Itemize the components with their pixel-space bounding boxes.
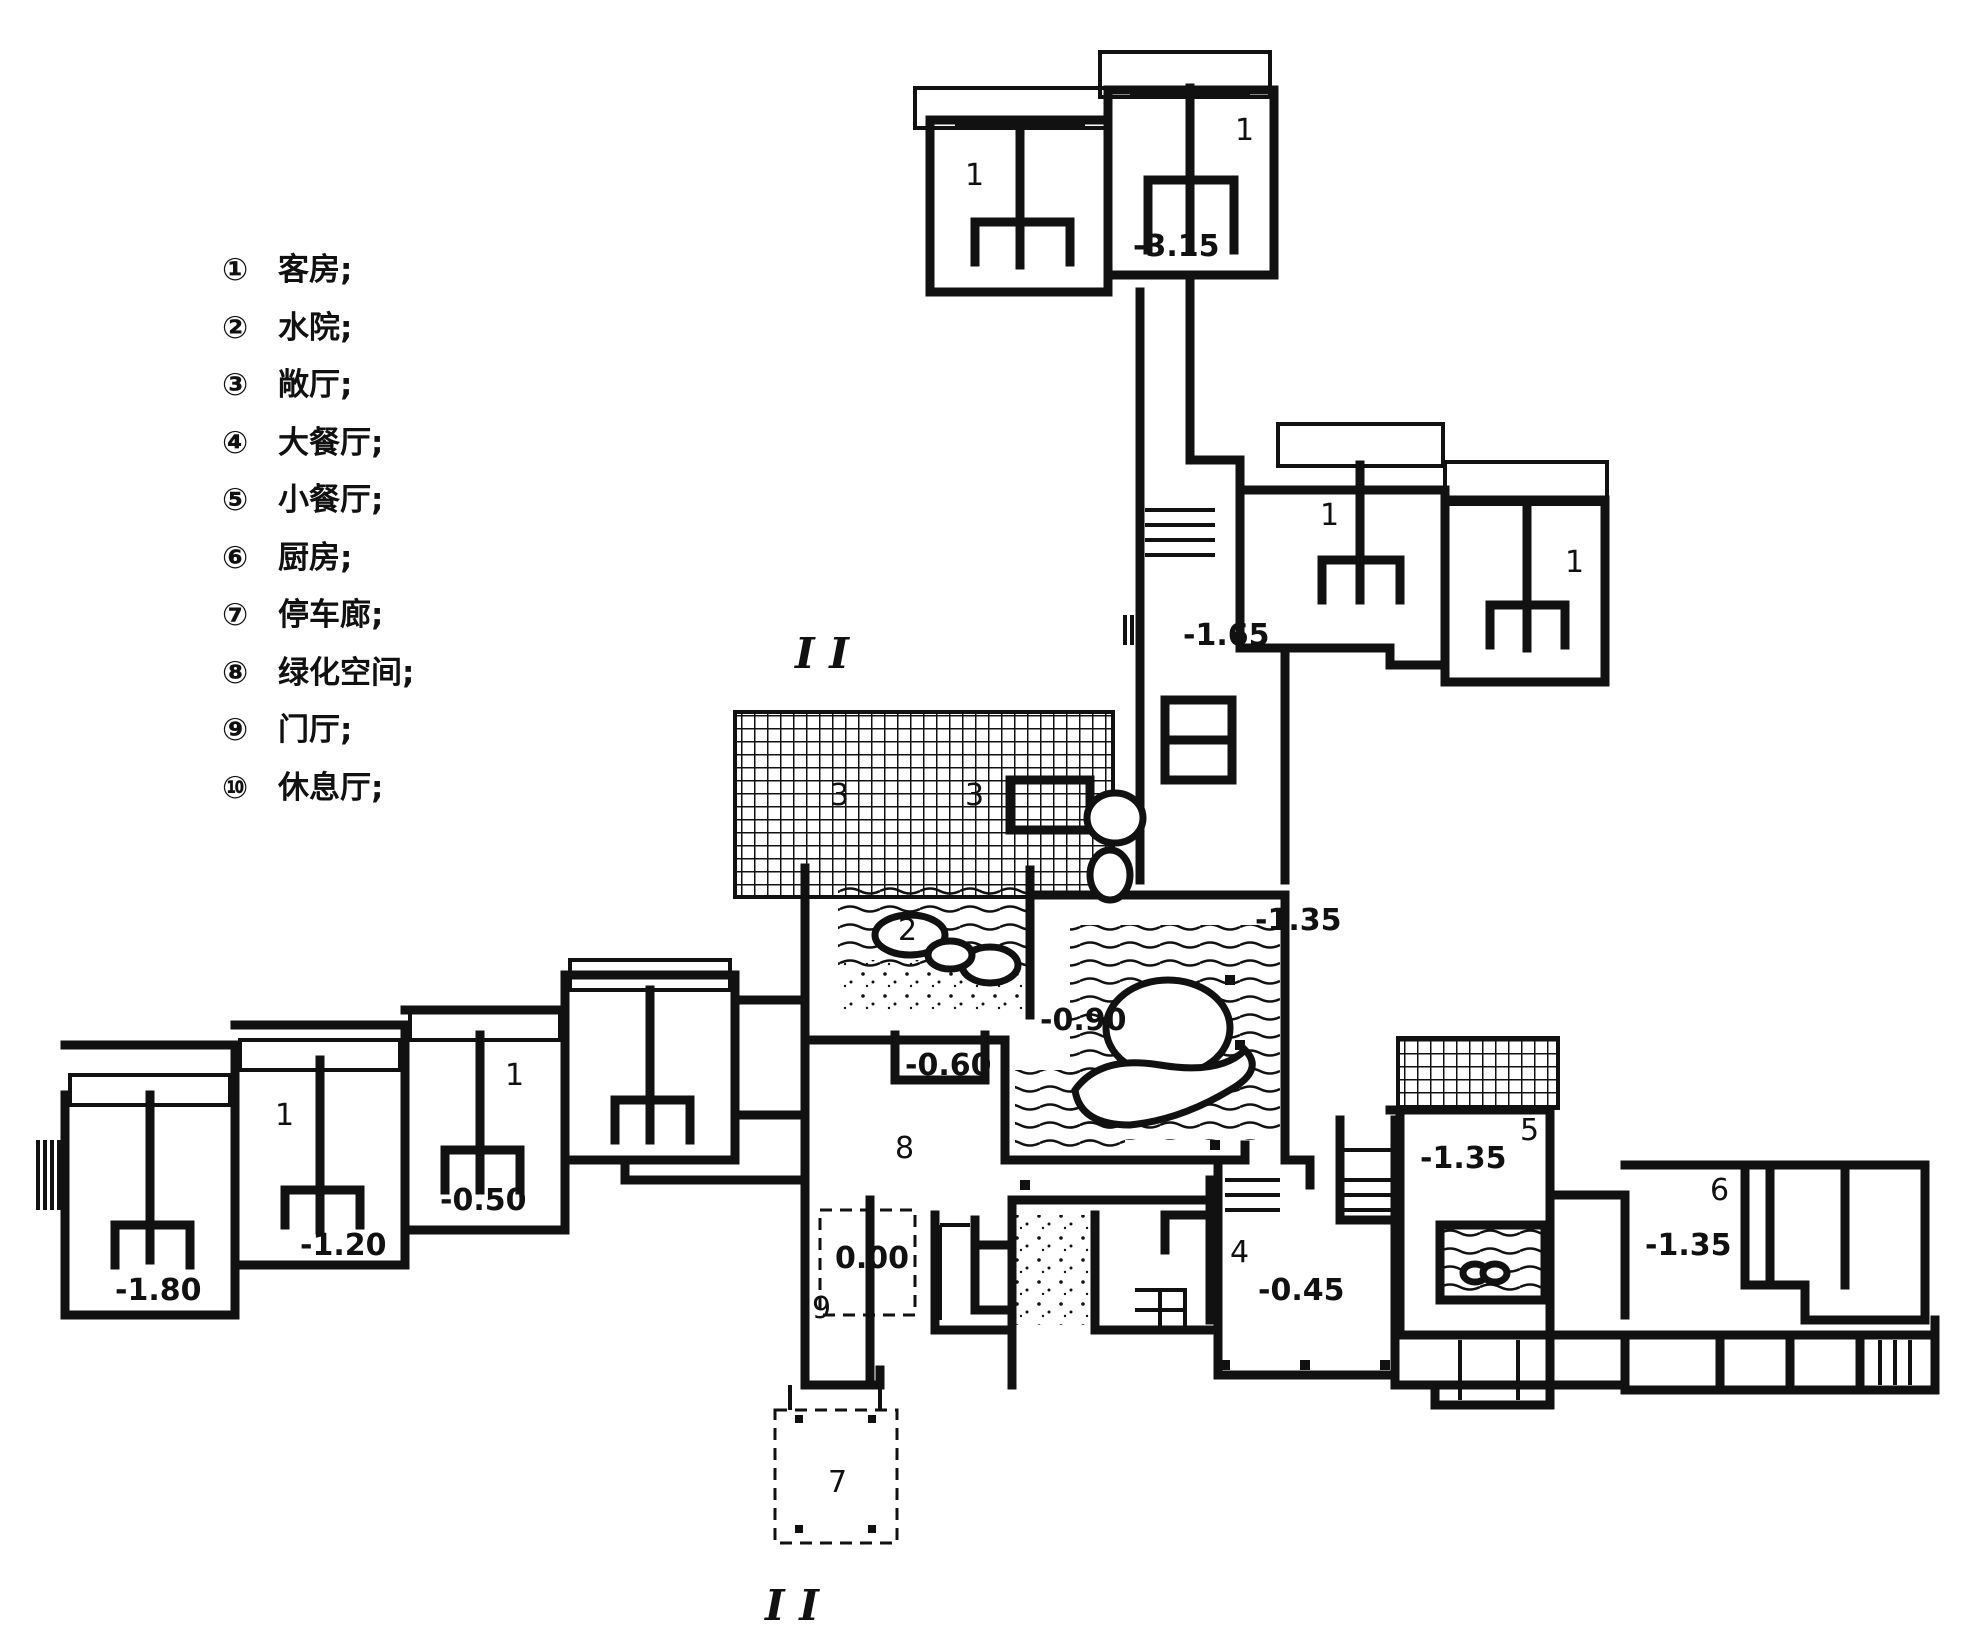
- room-number: 2: [898, 913, 917, 948]
- room-number: 1: [505, 1058, 524, 1093]
- legend-label: 休息厅;: [278, 769, 384, 806]
- section-mark-bottom: I I: [764, 1581, 820, 1630]
- level-label: -1.65: [1183, 618, 1269, 653]
- room-number: 1: [275, 1098, 294, 1133]
- room-number-labels: 1 1 1 1 1 1 2 3 3 4 5 6 7 8 9: [275, 113, 1729, 1500]
- level-label: -0.60: [905, 1048, 991, 1083]
- legend-number: ⑤: [222, 482, 249, 518]
- legend-item: ④ 大餐厅;: [222, 423, 414, 481]
- level-label: -1.35: [1255, 903, 1341, 938]
- room-number: 7: [828, 1465, 847, 1500]
- level-label: -3.15: [1133, 229, 1219, 264]
- room-number: 1: [965, 158, 984, 193]
- legend-label: 小餐厅;: [278, 482, 384, 518]
- legend-item: ⑩ 休息厅;: [222, 768, 414, 826]
- legend-item: ① 客房;: [222, 250, 414, 308]
- legend-number: ③: [222, 367, 249, 403]
- legend-label: 敞厅;: [278, 367, 353, 403]
- level-label: -0.90: [1040, 1003, 1126, 1038]
- legend-label: 大餐厅;: [278, 424, 384, 461]
- guest-rooms-east: [1145, 422, 1610, 687]
- legend-number: ①: [222, 252, 249, 288]
- parking-canopy: [773, 1385, 899, 1545]
- guest-rooms-west: [36, 958, 810, 1320]
- legend-label: 绿化空间;: [278, 654, 415, 691]
- open-hall: [733, 695, 1237, 899]
- legend-number: ⑨: [222, 712, 249, 748]
- small-dining: [1385, 1036, 1560, 1340]
- section-mark-top: I I: [794, 629, 850, 678]
- legend-label: 门厅;: [278, 712, 353, 748]
- legend-label: 水院;: [278, 309, 353, 346]
- legend-number: ⑩: [222, 769, 249, 806]
- legend-item: ⑨ 门厅;: [222, 710, 414, 768]
- level-labels: -3.15 -1.65 -1.35 -0.90 -0.60 0.00 -0.45…: [115, 229, 1731, 1308]
- room-number: 1: [1235, 113, 1254, 148]
- legend-item: ⑥ 厨房;: [222, 538, 414, 596]
- entrance-lobby: [800, 1150, 1215, 1390]
- legend-item: ③ 敞厅;: [222, 365, 414, 423]
- legend-item: ⑦ 停车廊;: [222, 595, 414, 653]
- stair-marker: [1123, 615, 1134, 645]
- guest-rooms-north: [913, 50, 1279, 297]
- level-label: -1.35: [1420, 1141, 1506, 1176]
- legend-item: ⑧ 绿化空间;: [222, 653, 414, 711]
- room-number: 3: [965, 778, 984, 813]
- room-number: 4: [1230, 1235, 1249, 1270]
- level-label: 0.00: [835, 1241, 909, 1276]
- water-court: [800, 789, 1290, 1165]
- column-markers: [1020, 975, 1390, 1370]
- level-label: -1.20: [300, 1228, 386, 1263]
- legend-number: ④: [222, 424, 249, 461]
- level-label: -0.45: [1258, 1273, 1344, 1308]
- room-number: 6: [1710, 1173, 1729, 1208]
- legend-number: ⑥: [222, 539, 249, 576]
- level-label: -0.50: [440, 1183, 526, 1218]
- level-label: -1.80: [115, 1273, 201, 1308]
- room-number: 8: [895, 1131, 914, 1166]
- legend-label: 厨房;: [278, 539, 353, 576]
- level-label: -1.35: [1645, 1228, 1731, 1263]
- legend-label: 客房;: [278, 252, 353, 288]
- room-number: 3: [830, 778, 849, 813]
- north-corridor: [1135, 270, 1290, 885]
- room-number: 1: [1565, 545, 1584, 580]
- room-number: 9: [812, 1291, 831, 1326]
- legend-number: ⑦: [222, 597, 249, 633]
- legend-item: ⑤ 小餐厅;: [222, 480, 414, 538]
- kitchen: [1390, 1160, 1940, 1410]
- room-number: 5: [1520, 1113, 1539, 1148]
- legend-item: ② 水院;: [222, 308, 414, 366]
- section-marks: I I I I: [764, 629, 850, 1630]
- legend-label: 停车廊;: [278, 597, 384, 633]
- legend-number: ②: [222, 309, 249, 346]
- room-number: 1: [1320, 498, 1339, 533]
- legend-number: ⑧: [222, 654, 249, 691]
